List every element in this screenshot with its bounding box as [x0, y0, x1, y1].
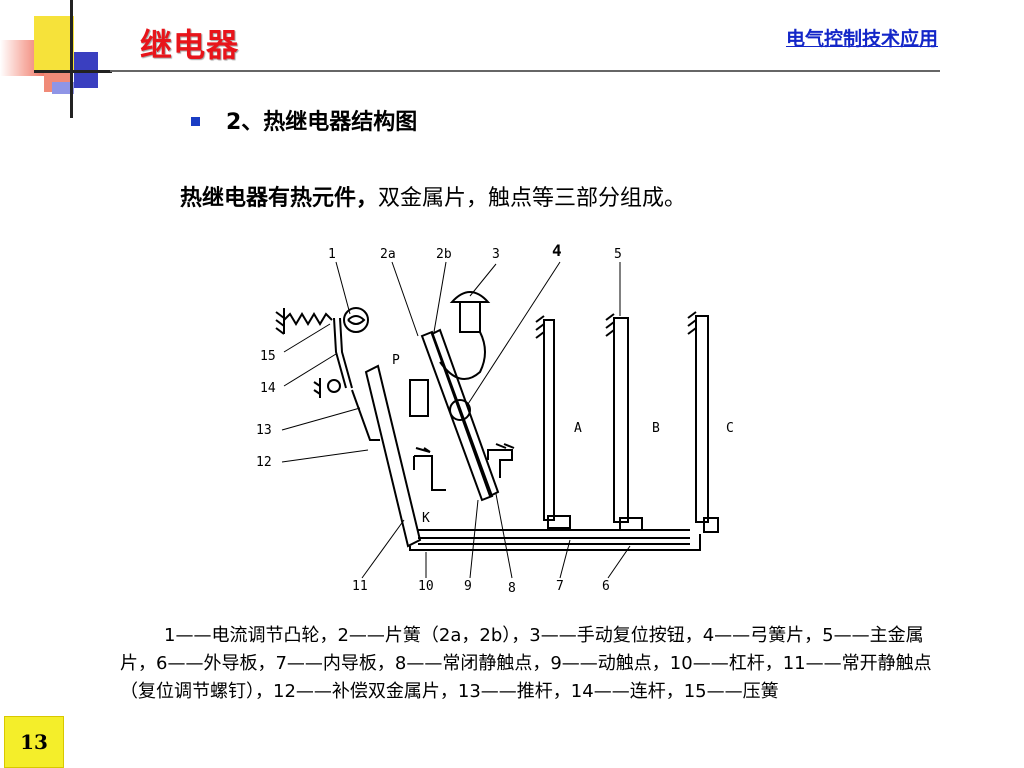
label-14: 14: [260, 381, 276, 396]
element-A: [543, 319, 555, 521]
label-11: 11: [352, 579, 368, 594]
label-10: 10: [418, 579, 434, 594]
element-C: [695, 315, 709, 523]
intro-rest: 双金属片，触点等三部分组成。: [378, 186, 687, 211]
label-1: 1: [328, 247, 336, 262]
thermal-relay-structure-diagram: 1 2a 2b 3 4 5 15 14 13 12 11 10 9 8 7 6 …: [256, 241, 734, 596]
label-13: 13: [256, 423, 272, 438]
element-B: [613, 317, 629, 523]
label-K: K: [422, 511, 430, 526]
header-decoration-lightblue: [52, 82, 74, 94]
label-C: C: [726, 421, 734, 436]
pressure-spring: [283, 312, 333, 326]
label-2b: 2b: [436, 247, 452, 262]
legend-text: 1——电流调节凸轮，2——片簧（2a，2b），3——手动复位按钮，4——弓簧片，…: [120, 625, 932, 702]
label-6: 6: [602, 579, 610, 594]
reset-button: [449, 291, 491, 303]
header-decoration-vertical-line: [70, 0, 73, 118]
label-15: 15: [260, 349, 276, 364]
section-heading: 2、热继电器结构图: [226, 110, 418, 135]
label-5: 5: [614, 247, 622, 262]
lever: [409, 534, 701, 551]
compensation-bimetal: [364, 364, 422, 548]
label-4: 4: [552, 241, 562, 260]
header-decoration-yellow: [34, 16, 74, 72]
page-title: 继电器: [140, 26, 240, 64]
current-adjust-cam: [343, 307, 369, 333]
course-title-link[interactable]: 电气控制技术应用: [785, 28, 938, 50]
page-number-badge: 13: [4, 716, 64, 768]
link-rod: [333, 317, 347, 389]
label-A: A: [574, 421, 582, 436]
bullet-square-icon: [191, 117, 200, 126]
label-8: 8: [508, 581, 516, 596]
intro-sentence: 热继电器有热元件，双金属片，触点等三部分组成。: [180, 180, 686, 212]
bow-spring: [449, 399, 471, 421]
stationary-contact: [487, 449, 513, 478]
intro-strong: 热继电器有热元件，: [180, 186, 379, 211]
label-2a: 2a: [380, 247, 396, 262]
component-legend: 1——电流调节凸轮，2——片簧（2a，2b），3——手动复位按钮，4——弓簧片，…: [120, 622, 940, 706]
label-7: 7: [556, 579, 564, 594]
label-3: 3: [492, 247, 500, 262]
label-P: P: [392, 353, 400, 368]
label-B: B: [652, 421, 660, 436]
header-rule: [110, 70, 940, 72]
label-12: 12: [256, 455, 272, 470]
label-9: 9: [464, 579, 472, 594]
header-decoration-horizontal-line: [34, 70, 112, 73]
left-pivot: [327, 379, 341, 393]
